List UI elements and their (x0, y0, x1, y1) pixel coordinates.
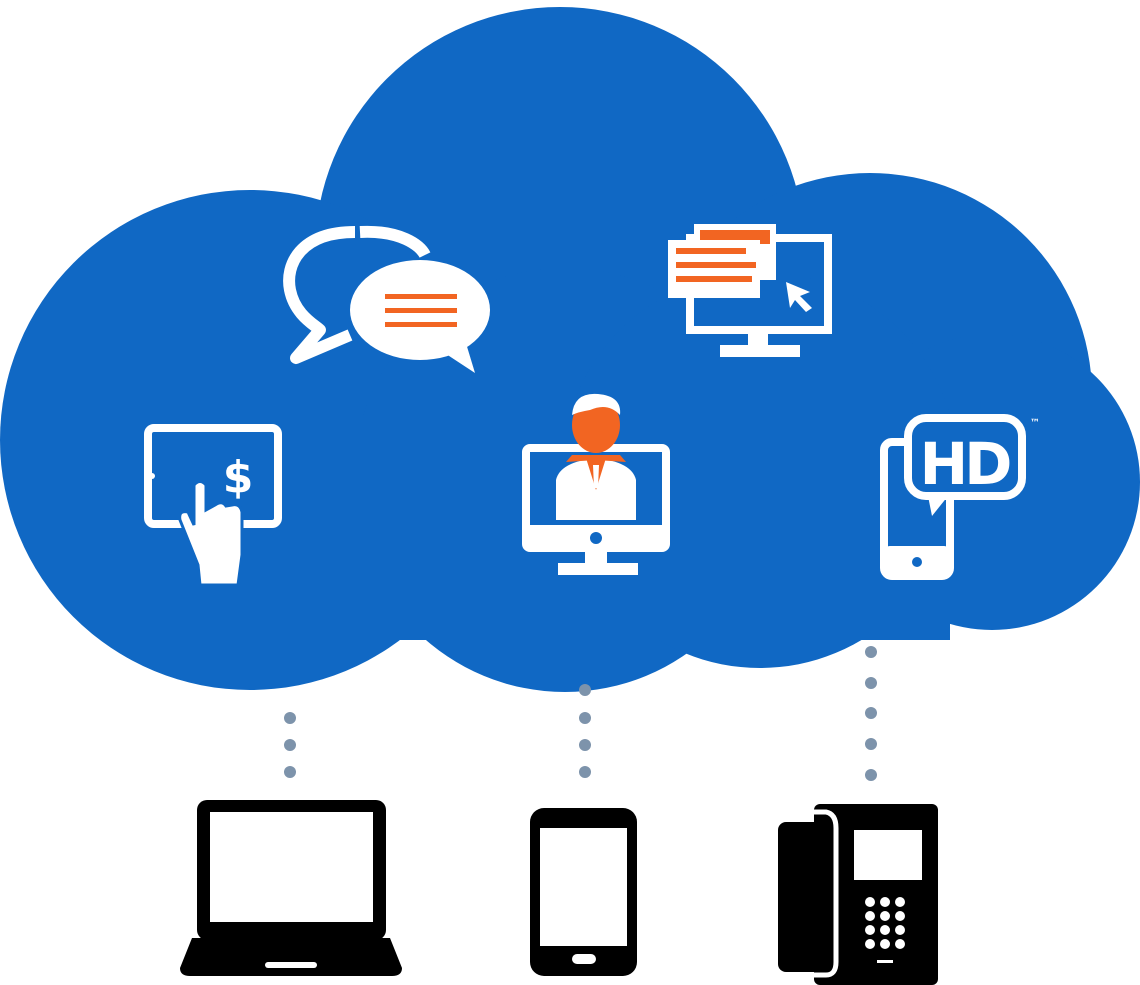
trademark-mark: ™ (1030, 418, 1040, 429)
video-conference-agent-icon (522, 393, 670, 575)
web-windows-monitor-icon (668, 224, 832, 357)
dollar-sign: $ (223, 452, 254, 503)
hd-label: HD (920, 430, 1011, 498)
hd-voice-phone-icon: HD ™ (880, 414, 1040, 580)
connector-dots (284, 646, 877, 781)
desk-phone-icon (778, 804, 938, 985)
tablet-payment-icon: $ (144, 424, 282, 587)
chat-bubbles-icon (283, 225, 490, 373)
cloud-shape (0, 7, 1140, 692)
laptop-icon (180, 800, 402, 976)
smartphone-icon (530, 808, 637, 976)
